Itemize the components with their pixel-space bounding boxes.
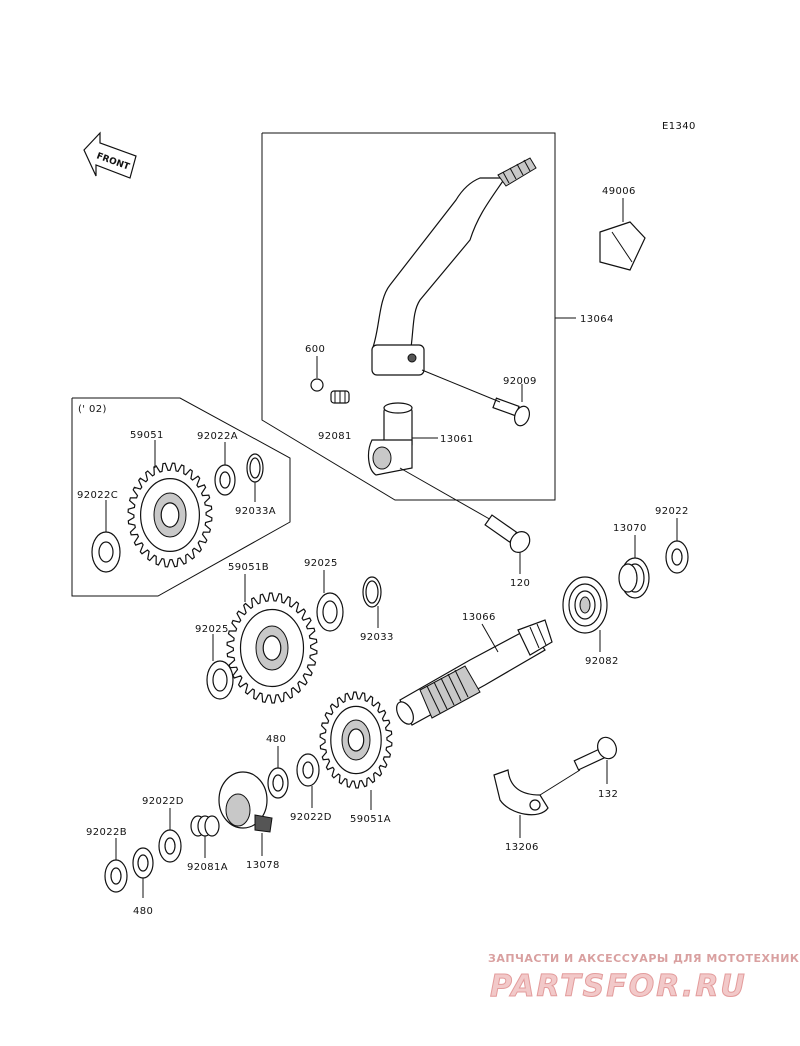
spring-92081a <box>190 815 220 837</box>
gear2-bore <box>262 635 282 661</box>
label-92022a: 92022A <box>197 431 238 442</box>
label-92081: 92081 <box>318 431 352 442</box>
ball <box>310 378 324 392</box>
kick-pedal-lever <box>371 157 537 376</box>
label-92025-top: 92025 <box>304 558 338 569</box>
label-13070: 13070 <box>613 523 647 534</box>
watermark-logo: PARTSFOR.RU <box>490 969 747 1004</box>
bolt-132 <box>573 736 617 771</box>
spring-guide <box>618 557 650 599</box>
label-92022d-left: 92022D <box>142 796 184 807</box>
label-92033a: 92033A <box>235 506 276 517</box>
front-arrow-icon: FRONT <box>83 131 137 179</box>
label-92081a: 92081A <box>187 862 228 873</box>
watermark-tagline: ЗАПЧАСТИ И АКСЕССУАРЫ ДЛЯ МОТОТЕХНИКИ <box>488 952 800 965</box>
label-92022c: 92022C <box>77 490 118 501</box>
ratchet <box>218 771 273 833</box>
label-480-top: 480 <box>266 734 286 745</box>
label-132: 132 <box>598 789 618 800</box>
kick-spring <box>562 576 608 634</box>
label-92022: 92022 <box>655 506 689 517</box>
label-600: 600 <box>305 344 325 355</box>
gear-59051a <box>319 691 393 789</box>
label-92025-bottom: 92025 <box>195 624 229 635</box>
bolt <box>492 397 531 427</box>
spring <box>330 390 350 404</box>
label-13066: 13066 <box>462 612 496 623</box>
label-13206: 13206 <box>505 842 539 853</box>
label-92022d-middle: 92022D <box>290 812 332 823</box>
label-120: 120 <box>510 578 530 589</box>
stopper-plate <box>493 769 549 816</box>
label-92009: 92009 <box>503 376 537 387</box>
label-13078: 13078 <box>246 860 280 871</box>
label-13061: 13061 <box>440 434 474 445</box>
variant-label: (' 02) <box>78 404 107 415</box>
gear3-bore <box>347 728 365 752</box>
diagram-code: E1340 <box>662 121 696 132</box>
gear-59051b <box>226 592 318 704</box>
label-59051: 59051 <box>130 430 164 441</box>
rubber-cover <box>599 221 646 271</box>
label-92033: 92033 <box>360 632 394 643</box>
gear-59051 <box>127 462 213 568</box>
label-59051a: 59051A <box>350 814 391 825</box>
label-59051b: 59051B <box>228 562 269 573</box>
label-480-bottom: 480 <box>133 906 153 917</box>
lever-holder <box>367 402 413 476</box>
bolt-120 <box>484 514 531 553</box>
gear1-bore <box>160 502 180 528</box>
label-13064: 13064 <box>580 314 614 325</box>
label-92082: 92082 <box>585 656 619 667</box>
label-92022b: 92022B <box>86 827 127 838</box>
kick-pedal-group-frame <box>261 132 556 501</box>
kick-shaft <box>396 619 553 726</box>
label-49006: 49006 <box>602 186 636 197</box>
variant-frame <box>71 397 291 597</box>
